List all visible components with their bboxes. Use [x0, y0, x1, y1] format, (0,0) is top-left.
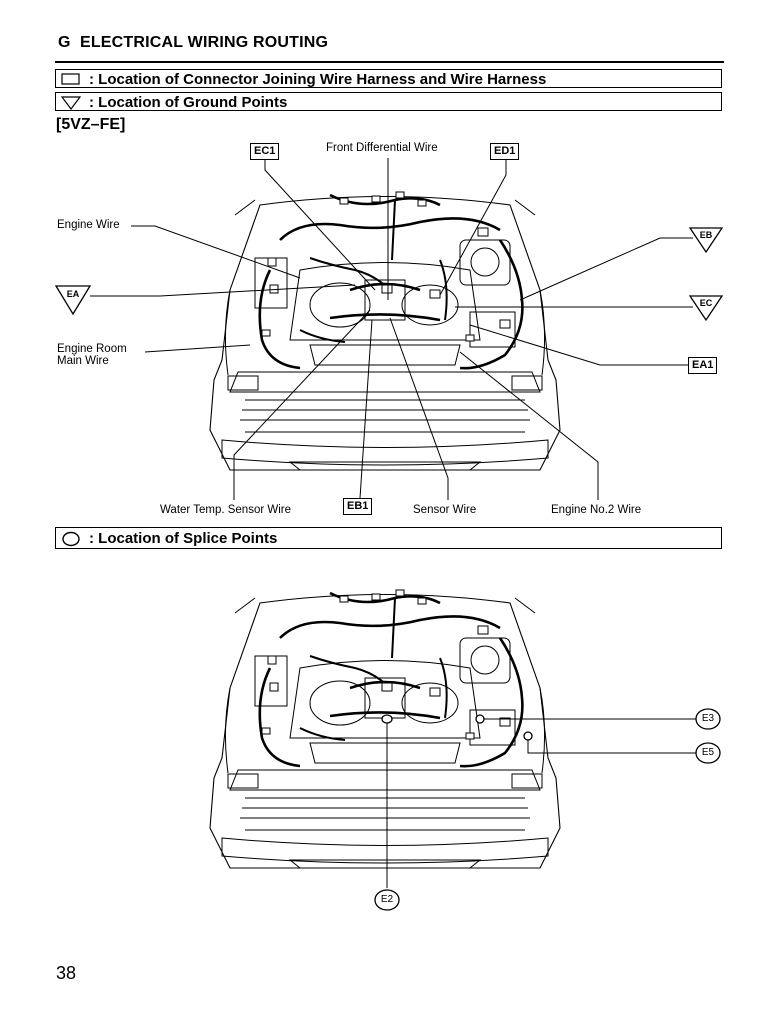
connector-ec1-label: EC1 [250, 143, 280, 160]
water-temp-sensor-wire-label: Water Temp. Sensor Wire [160, 504, 292, 516]
ground-triangles [54, 227, 724, 322]
splice-e3-label: E3 [701, 713, 715, 724]
engine-no2-wire-label: Engine No.2 Wire [551, 504, 642, 516]
ground-symbol-icon [60, 95, 82, 115]
splice-e5-label: E5 [701, 747, 715, 758]
splice-e2-label: E2 [380, 894, 394, 905]
legend-connector-row: : Location of Connector Joining Wire Har… [55, 69, 722, 88]
legend-ground-row: : Location of Ground Points [55, 92, 722, 111]
section-letter: G [58, 34, 71, 51]
connector-eb1-label: EB1 [343, 498, 373, 515]
connector-ed1-label: ED1 [490, 143, 520, 160]
page-number: 38 [56, 963, 77, 983]
vehicle-bottom-drawing [208, 588, 562, 870]
vehicle-top-drawing [208, 190, 562, 472]
connector-symbol-icon [60, 72, 82, 91]
legend-ground-text: : Location of Ground Points [89, 94, 288, 111]
legend-splice-text: : Location of Splice Points [89, 530, 278, 547]
ground-ea-label: EA [66, 289, 80, 299]
section-title: ELECTRICAL WIRING ROUTING [79, 34, 329, 51]
legend-connector-text: : Location of Connector Joining Wire Har… [89, 71, 547, 88]
splice-circles [374, 708, 721, 911]
ground-ec-label: EC [699, 298, 713, 308]
page-title: G ELECTRICAL WIRING ROUTING [58, 34, 724, 52]
title-divider [55, 61, 724, 63]
sensor-wire-label: Sensor Wire [413, 504, 477, 516]
bottom-leader-lines [386, 718, 696, 888]
engine-room-main-wire-label-line1: Engine Room [57, 343, 127, 355]
connector-ea1-label: EA1 [688, 357, 718, 374]
front-differential-wire-label: Front Differential Wire [326, 142, 438, 154]
splice-symbol-icon [60, 531, 82, 554]
legend-splice-row: : Location of Splice Points [55, 527, 722, 549]
ground-eb-label: EB [699, 230, 713, 240]
engine-wire-label: Engine Wire [57, 219, 120, 231]
engine-code: [5VZ–FE] [56, 116, 126, 133]
top-leader-lines [90, 158, 693, 500]
engine-room-main-wire-label-line2: Main Wire [57, 355, 109, 367]
